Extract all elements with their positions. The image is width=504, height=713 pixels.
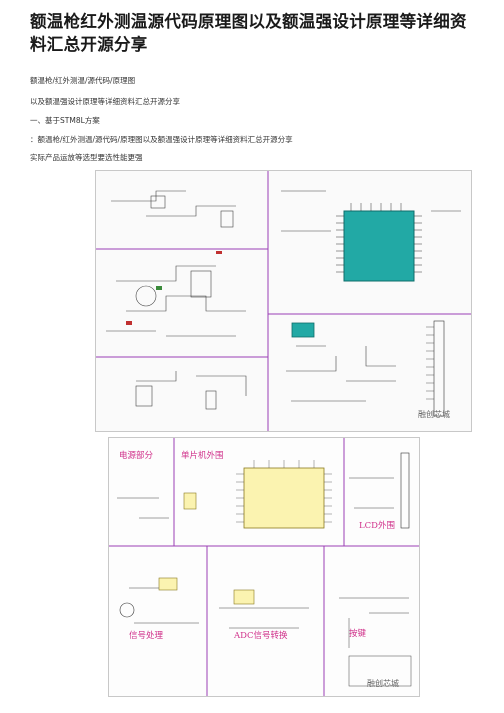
section-heading: 一、基于STM8L方案 bbox=[30, 116, 100, 125]
schematic-figure-1: 融创芯城 bbox=[95, 170, 472, 432]
label-signal: 信号处理 bbox=[129, 630, 164, 641]
schematic-figure-2: 电源部分 单片机外围 LCD外围 信号处理 ADC信号转换 按键 融创芯城 bbox=[108, 437, 420, 697]
label-adc: ADC信号转换 bbox=[233, 630, 288, 641]
intro-line-1: 额温枪/红外测温/源代码/原理图 bbox=[30, 76, 136, 85]
label-mcu: 单片机外围 bbox=[181, 450, 224, 461]
intro-line-2: 以及额温强设计原理等详细资料汇总开源分享 bbox=[30, 97, 180, 106]
intro-line-3: ：额温枪/红外测温/源代码/原理图以及额温强设计原理等详细资料汇总开源分享 bbox=[30, 135, 293, 144]
watermark-2: 融创芯城 bbox=[367, 679, 399, 688]
label-keys: 按键 bbox=[349, 628, 367, 639]
label-lcd: LCD外围 bbox=[359, 520, 395, 531]
intro-line-4: 实际产品运放等选型要选性能更强 bbox=[30, 153, 143, 162]
page-title: 额温枪红外测温源代码原理图以及额温强设计原理等详细资料汇总开源分享 bbox=[30, 12, 467, 54]
label-power: 电源部分 bbox=[119, 450, 154, 461]
watermark-1: 融创芯城 bbox=[418, 410, 450, 419]
